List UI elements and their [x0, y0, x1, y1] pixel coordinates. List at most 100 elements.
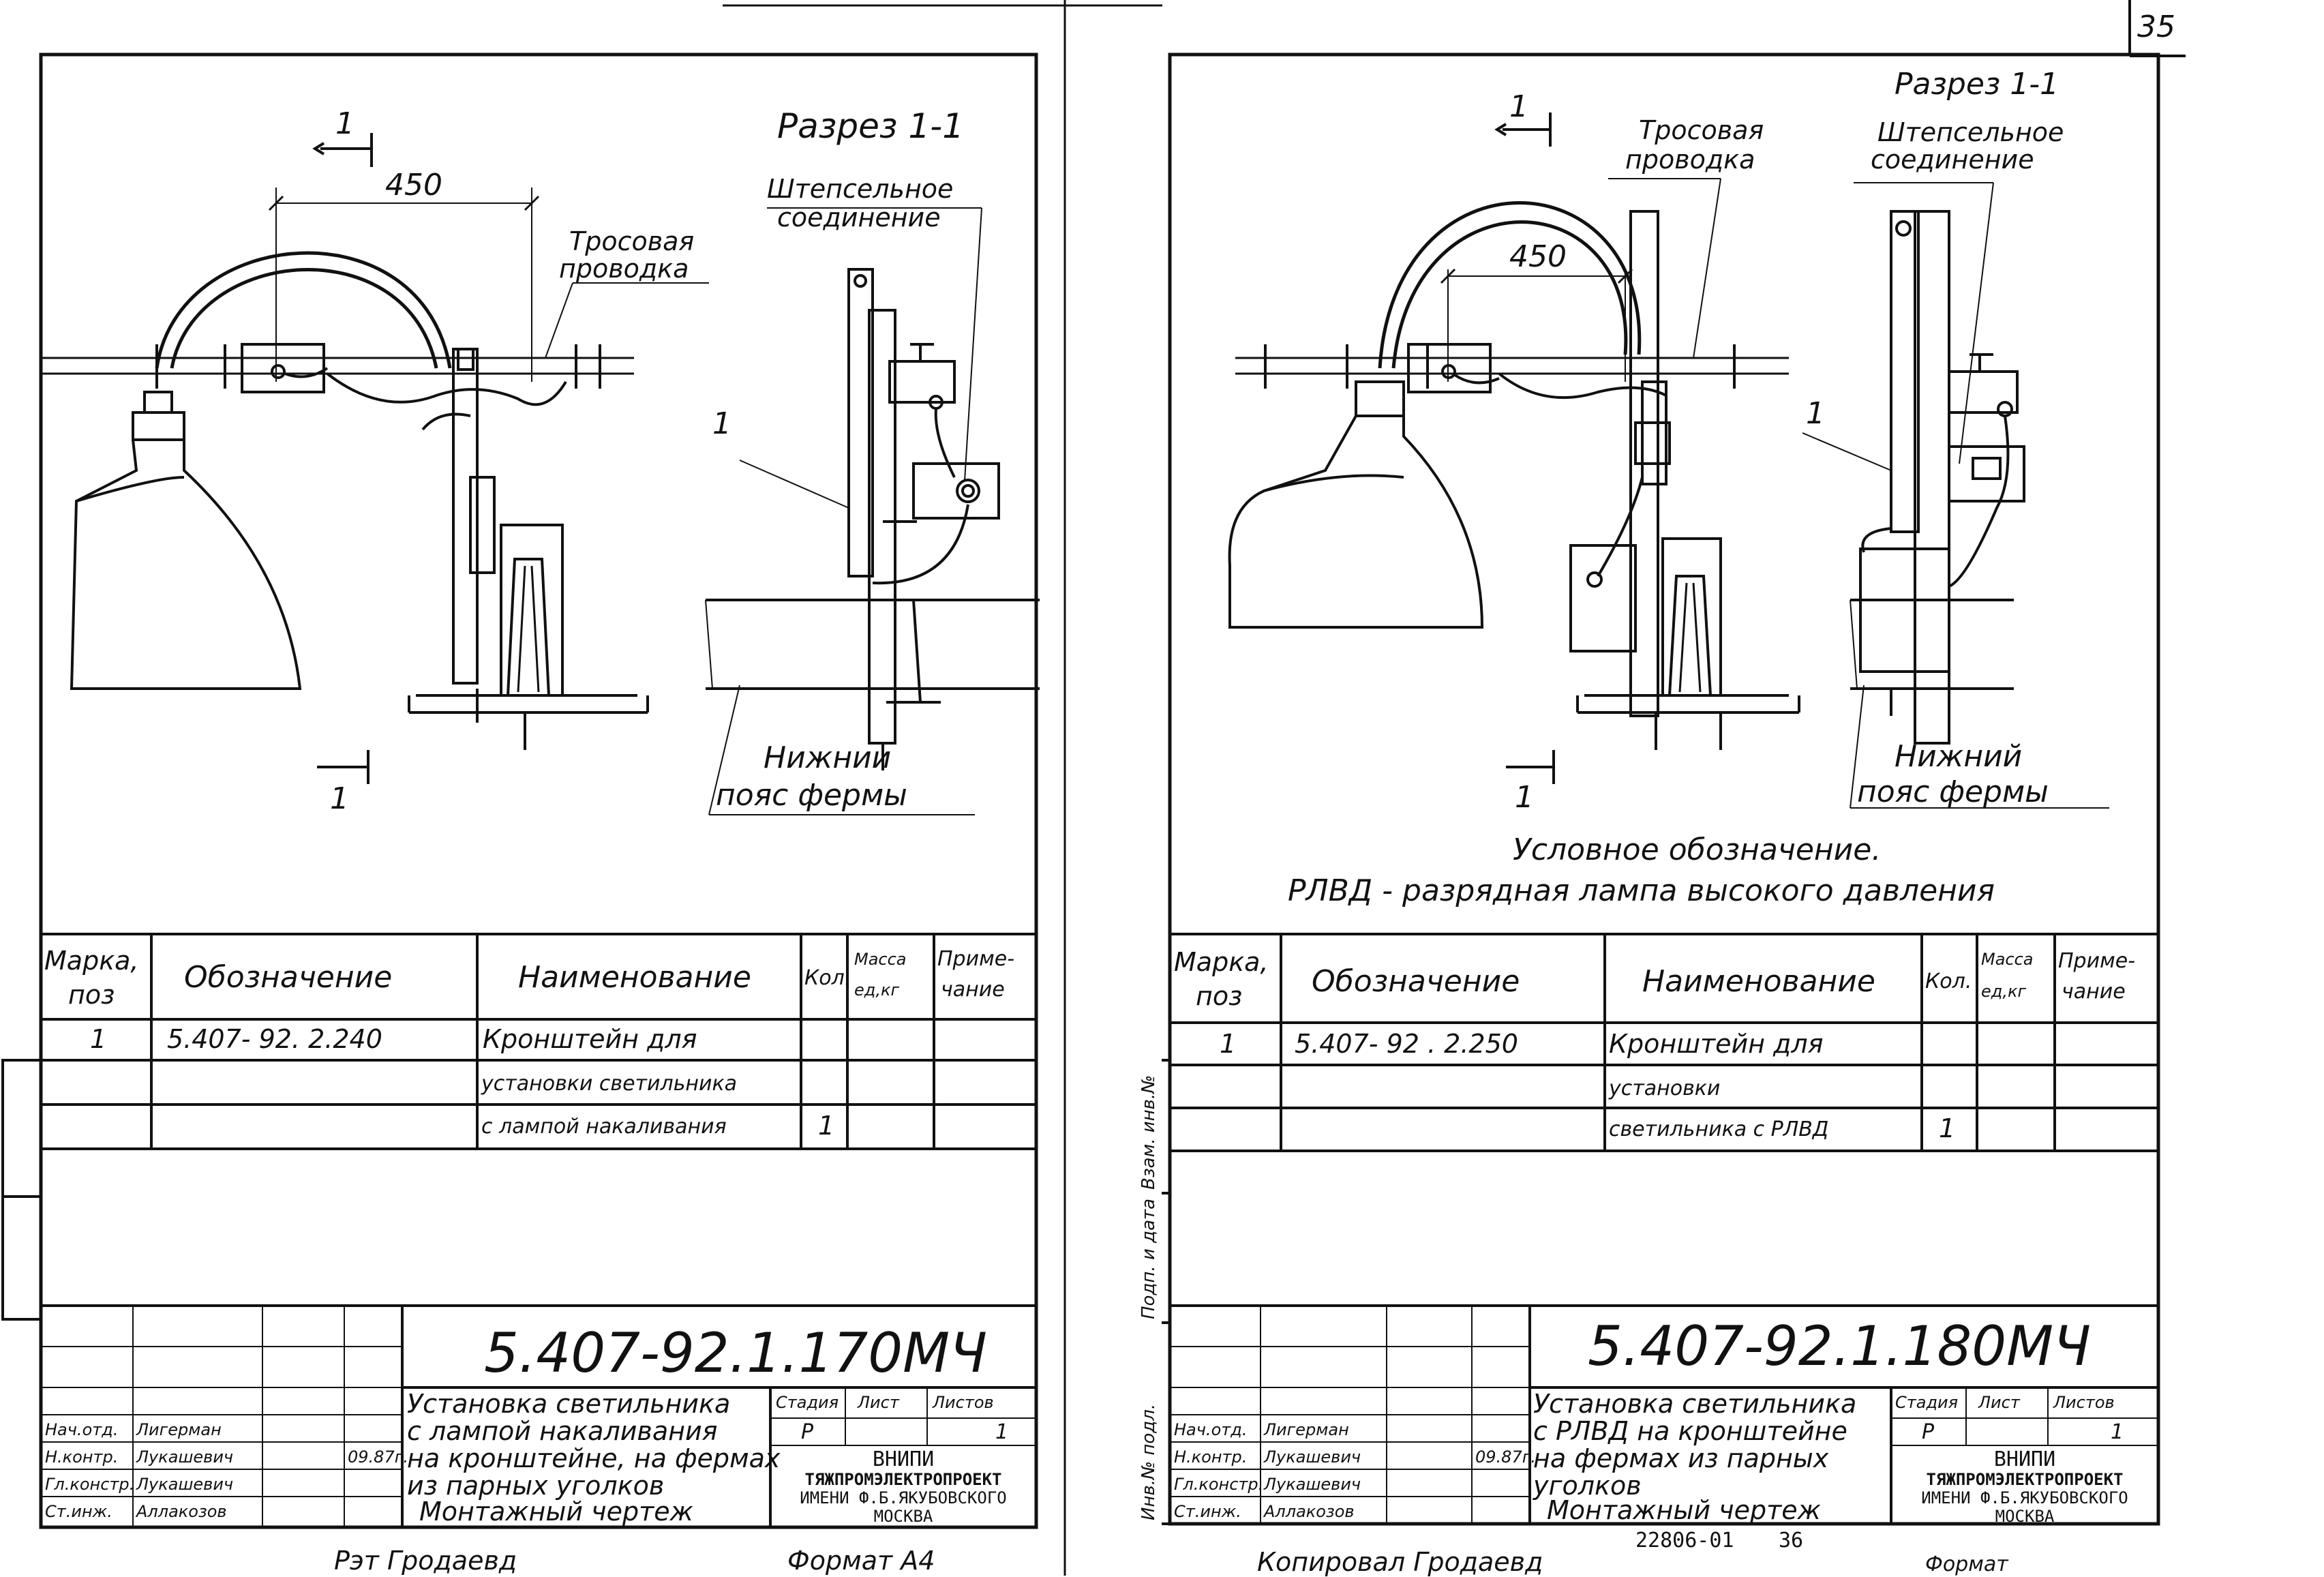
drawing-sheet-right: 1 1 450 Разрез 1-1 Штепсельное соединени… — [1138, 0, 2324, 1576]
table-row2-name: установки — [1609, 1077, 1721, 1100]
person-role-3: Гл.констр. — [1174, 1475, 1264, 1494]
org-line-3: ИМЕНИ Ф.Б.ЯКУБОВСКОГО — [1921, 1488, 2128, 1507]
table-header-mark-2: поз — [1196, 981, 1243, 1011]
table-row2-name: установки светильника — [481, 1072, 737, 1096]
sheets-value: 1 — [2111, 1420, 2124, 1444]
callout-cable-line2: проводка — [1625, 145, 1755, 175]
table-row1-designation: 5.407- 92 . 2.250 — [1295, 1029, 1518, 1059]
section-title: Разрез 1-1 — [777, 106, 965, 146]
drawing-right-lines — [1162, 52, 2160, 1526]
person-name-4: Аллакозов — [136, 1502, 227, 1521]
table-header-mass-1: Масса — [1981, 950, 2034, 969]
person-role-4: Ст.инж. — [45, 1502, 112, 1521]
dimension-label: 450 — [385, 168, 442, 202]
table-header-name: Наименование — [1642, 964, 1875, 999]
sheet-header: Лист — [1978, 1393, 2020, 1412]
table-header-note-2: чание — [2062, 980, 2126, 1004]
drawing-left-lines — [1, 0, 1162, 1576]
person-role-1: Нач.отд. — [1174, 1420, 1248, 1439]
table-header-qty: Кол. — [804, 966, 851, 990]
title-line-1: Установка светильника — [407, 1389, 731, 1419]
callout-truss-line2: пояс фермы — [716, 778, 907, 813]
page-number: 35 — [2137, 10, 2175, 44]
table-header-note-2: чание — [941, 978, 1005, 1002]
person-role-2: Н.контр. — [1174, 1447, 1248, 1467]
dimension-label: 450 — [1509, 239, 1567, 274]
table-header-name: Наименование — [518, 960, 751, 995]
callout-plug-line1: Штепсельное — [767, 174, 954, 204]
person-role-4: Ст.инж. — [1174, 1502, 1241, 1521]
sheets-header: Листов — [933, 1393, 994, 1412]
table-row1-mark: 1 — [90, 1024, 107, 1054]
table-header-mass-1: Масса — [854, 950, 907, 969]
callout-cable-line2: проводка — [559, 254, 689, 284]
table-header-mark-1: Марка, — [1174, 947, 1269, 977]
table-header-note-1: Приме- — [2058, 949, 2136, 973]
stamp-original-inventory: Инв.№ подл. — [1138, 1403, 1159, 1520]
title-line-5: Монтажный чертеж — [1547, 1495, 1821, 1525]
person-name-2: Лукашевич — [1264, 1447, 1361, 1467]
legend-title: Условное обозначение. — [1513, 832, 1882, 867]
footer-format: Формат — [1925, 1552, 2008, 1576]
table-header-designation: Обозначение — [1312, 964, 1520, 999]
callout-cable-line1: Тросовая — [569, 226, 695, 256]
table-row1-designation: 5.407- 92. 2.240 — [167, 1024, 382, 1054]
section-mark-bottom: 1 — [1515, 780, 1534, 815]
person-name-3: Лукашевич — [136, 1475, 234, 1494]
position-marker: 1 — [712, 406, 731, 441]
callout-plug-line2: соединение — [1871, 145, 2034, 175]
person-role-3: Гл.констр. — [45, 1475, 135, 1494]
table-row1-name: Кронштейн для — [483, 1024, 697, 1054]
callout-truss-line1: Нижнии — [764, 740, 892, 775]
section-mark-bottom: 1 — [330, 781, 349, 816]
table-header-qty: Кол. — [1925, 970, 1972, 993]
table-header-note-1: Приме- — [937, 947, 1015, 971]
person-name-2: Лукашевич — [136, 1447, 234, 1467]
org-line-2: ТЯЖПРОМЭЛЕКТРОПРОЕКТ — [1926, 1470, 2124, 1489]
title-line-4: уголков — [1533, 1471, 1642, 1501]
signature-date: 09.87г. — [1475, 1447, 1536, 1467]
drawing-sheet-left: 1 1 450 Разрез 1-1 Штепсельное соединени… — [0, 0, 1162, 1576]
table-header-designation: Обозначение — [184, 960, 393, 995]
title-line-3: на кронштейне, на фермах — [407, 1443, 781, 1473]
person-role-2: Н.контр. — [45, 1447, 119, 1467]
signature-date: 09.87г. — [348, 1447, 408, 1467]
document-code: 5.407-92.1.180МЧ — [1588, 1315, 2092, 1378]
footer-format: Формат А4 — [787, 1546, 935, 1576]
callout-truss-line1: Нижний — [1895, 739, 2023, 774]
section-mark-top: 1 — [1509, 89, 1528, 124]
org-line-3: ИМЕНИ Ф.Б.ЯКУБОВСКОГО — [800, 1488, 1007, 1507]
sheets-header: Листов — [2053, 1393, 2115, 1412]
stamp-replaced-inventory: Взам. инв.№ — [1138, 1075, 1159, 1190]
person-name-4: Аллакозов — [1264, 1502, 1355, 1521]
section-title: Разрез 1-1 — [1895, 67, 2059, 102]
stage-header: Стадия — [1895, 1393, 1959, 1412]
table-row1-name: Кронштейн для — [1609, 1029, 1824, 1059]
sheet-header: Лист — [858, 1393, 899, 1412]
callout-truss-line2: пояс фермы — [1857, 775, 2049, 809]
position-marker: 1 — [1806, 396, 1825, 431]
person-name-3: Лукашевич — [1264, 1475, 1361, 1494]
legend-text: РЛВД - разрядная лампа высокого давления — [1288, 873, 1995, 908]
callout-plug-line2: соединение — [777, 202, 941, 232]
footer-copied: Рэт Гродаевд — [334, 1546, 517, 1576]
section-mark-top: 1 — [335, 106, 354, 141]
table-row3-name: с лампой накаливания — [481, 1115, 727, 1139]
org-line-4: МОСКВА — [873, 1507, 933, 1526]
org-line-2: ТЯЖПРОМЭЛЕКТРОПРОЕКТ — [804, 1470, 1002, 1489]
org-line-1: ВНИПИ — [872, 1447, 935, 1471]
table-header-mass-2: ед,кг — [854, 980, 900, 1000]
stage-value: Р — [1922, 1420, 1935, 1444]
archive-number: 22806-01 — [1635, 1529, 1734, 1552]
sheets-value: 1 — [995, 1420, 1009, 1444]
org-line-4: МОСКВА — [1995, 1507, 2055, 1526]
title-line-3: на фермах из парных — [1533, 1443, 1829, 1473]
table-row3-name: светильника с РЛВД — [1609, 1117, 1829, 1141]
person-role-1: Нач.отд. — [45, 1420, 119, 1439]
document-code: 5.407-92.1.170МЧ — [484, 1321, 988, 1385]
archive-page: 36 — [1779, 1529, 1804, 1552]
org-line-1: ВНИПИ — [1993, 1447, 2056, 1471]
person-name-1: Лигерман — [1264, 1420, 1349, 1439]
stage-value: Р — [801, 1420, 814, 1444]
table-header-mass-2: ед,кг — [1981, 982, 2027, 1001]
